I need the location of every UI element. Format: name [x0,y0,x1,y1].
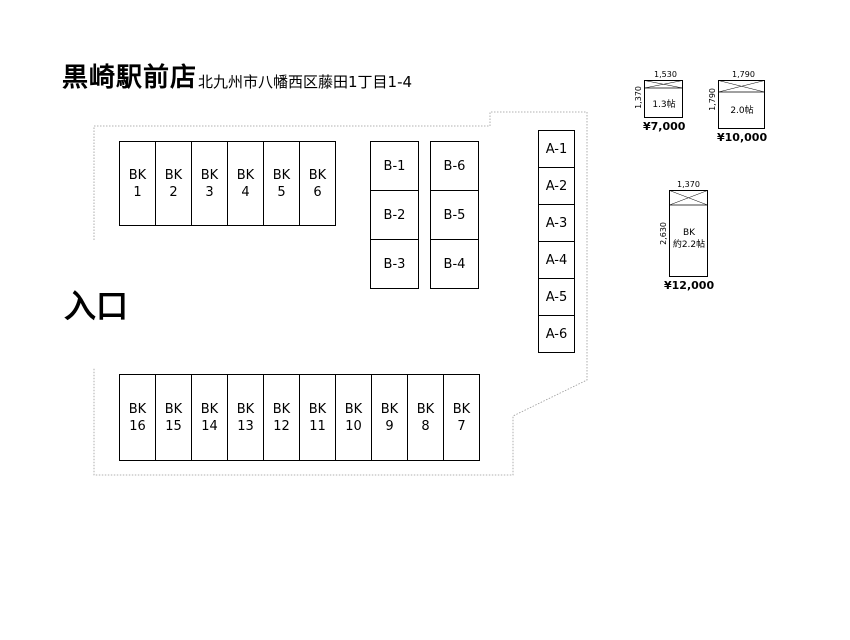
slot-code: BK [452,401,471,417]
unit-small-size: 1.3帖 [652,100,676,110]
b-slot: B-5 [430,190,479,240]
entrance-label: 入口 [64,287,129,325]
slot-label: B-5 [443,207,466,223]
slot-code: BK [200,401,219,417]
unit-bk-code: BK [682,228,696,238]
slot-number: 15 [165,418,182,434]
slot-code: BK [236,167,255,183]
store-address: 北九州市八幡西区藤田1丁目1-4 [198,73,413,91]
slot-label: A-1 [545,141,568,157]
slot-label: B-4 [443,256,466,272]
slot-number: 13 [237,418,254,434]
unit-medium-size: 2.0帖 [730,106,754,116]
slot-code: BK [236,401,255,417]
slot-code: BK [200,167,219,183]
slot-code: BK [272,401,291,417]
slot-code: BK [164,167,183,183]
a-slot: A-2 [538,167,575,205]
slot-label: A-2 [545,178,568,194]
unit-bk-box [669,190,708,277]
unit-medium-depth: 1,790 [708,88,717,111]
slot-label: A-4 [545,252,568,268]
slot-number: 3 [205,184,214,200]
slot-number: 2 [169,184,178,200]
slot-code: BK [272,167,291,183]
slot-label: B-2 [383,207,406,223]
unit-small-width: 1,530 [654,70,677,79]
a-slot: A-4 [538,241,575,279]
slot-number: 4 [241,184,250,200]
b-slot: B-6 [430,141,479,191]
unit-small-price: ¥7,000 [643,120,686,133]
unit-medium-box [718,80,765,129]
slot-label: B-3 [383,256,406,272]
slot-code: BK [128,167,147,183]
unit-small-depth: 1,370 [634,86,643,109]
slot-code: BK [416,401,435,417]
b-slot: B-4 [430,239,479,289]
slot-label: A-6 [545,326,568,342]
slot-number: 9 [385,418,394,434]
slot-number: 16 [129,418,146,434]
slot-label: A-3 [545,215,568,231]
a-slot: A-1 [538,130,575,168]
unit-bk-depth: 2,630 [659,222,668,245]
slot-code: BK [308,401,327,417]
unit-small-box [644,80,683,118]
slot-code: BK [164,401,183,417]
slot-number: 5 [277,184,286,200]
unit-medium-price: ¥10,000 [717,131,768,144]
slot-number: 11 [309,418,326,434]
slot-number: 12 [273,418,290,434]
slot-number: 6 [313,184,322,200]
slot-number: 10 [345,418,362,434]
slot-label: A-5 [545,289,568,305]
a-slot: A-3 [538,204,575,242]
slot-code: BK [128,401,147,417]
slot-code: BK [344,401,363,417]
slot-label: B-6 [443,158,466,174]
b-slot: B-3 [370,239,419,289]
slot-number: 8 [421,418,430,434]
unit-bk-width: 1,370 [677,180,700,189]
slot-number: 14 [201,418,218,434]
a-slot: A-6 [538,315,575,353]
store-name: 黒崎駅前店 [62,63,198,93]
slot-code: BK [308,167,327,183]
a-slot: A-5 [538,278,575,316]
unit-bk-size: 約2.2帖 [672,240,706,250]
slot-number: 1 [133,184,142,200]
b-slot: B-1 [370,141,419,191]
unit-bk-price: ¥12,000 [664,279,715,292]
b-slot: B-2 [370,190,419,240]
slot-label: B-1 [383,158,406,174]
unit-medium-width: 1,790 [732,70,755,79]
slot-code: BK [380,401,399,417]
slot-number: 7 [457,418,466,434]
site-boundary-dotted [93,111,588,476]
